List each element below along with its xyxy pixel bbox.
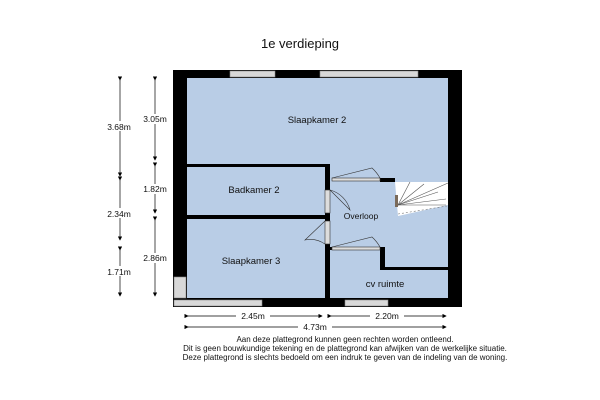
plan-title: 1e verdieping bbox=[261, 36, 339, 51]
doors bbox=[304, 167, 381, 251]
disclaimer-line-2: Dit is geen bouwkundige tekening en de p… bbox=[183, 344, 507, 353]
room-label-overloop: Overloop bbox=[344, 211, 379, 221]
room-label-slaapkamer-3: Slaapkamer 3 bbox=[222, 256, 281, 267]
disclaimer-line-3: Deze plattegrond is slechts bedoeld om e… bbox=[182, 353, 508, 362]
room-label-badkamer-2: Badkamer 2 bbox=[228, 185, 279, 196]
room-label-cv-ruimte: cv ruimte bbox=[366, 279, 405, 290]
dim-bottom-total: 4.73m bbox=[303, 322, 327, 332]
dim-left-outer-2: 2.34m bbox=[107, 209, 131, 219]
dim-left-outer-1: 3.68m bbox=[107, 122, 131, 132]
dim-bottom-1: 2.45m bbox=[241, 311, 265, 321]
room-label-slaapkamer-2: Slaapkamer 2 bbox=[288, 115, 347, 126]
dim-left-inner-1: 3.05m bbox=[143, 114, 167, 124]
windows bbox=[173, 70, 419, 307]
disclaimer-line-1: Aan deze plattegrond kunnen geen rechten… bbox=[236, 335, 454, 344]
dim-left-inner-3: 2.86m bbox=[143, 253, 167, 263]
dim-bottom-2: 2.20m bbox=[375, 311, 399, 321]
dim-left-outer-3: 1.71m bbox=[107, 267, 131, 277]
dim-left-inner-2: 1.82m bbox=[143, 184, 167, 194]
outer-walls bbox=[173, 70, 462, 307]
staircase bbox=[395, 181, 449, 216]
